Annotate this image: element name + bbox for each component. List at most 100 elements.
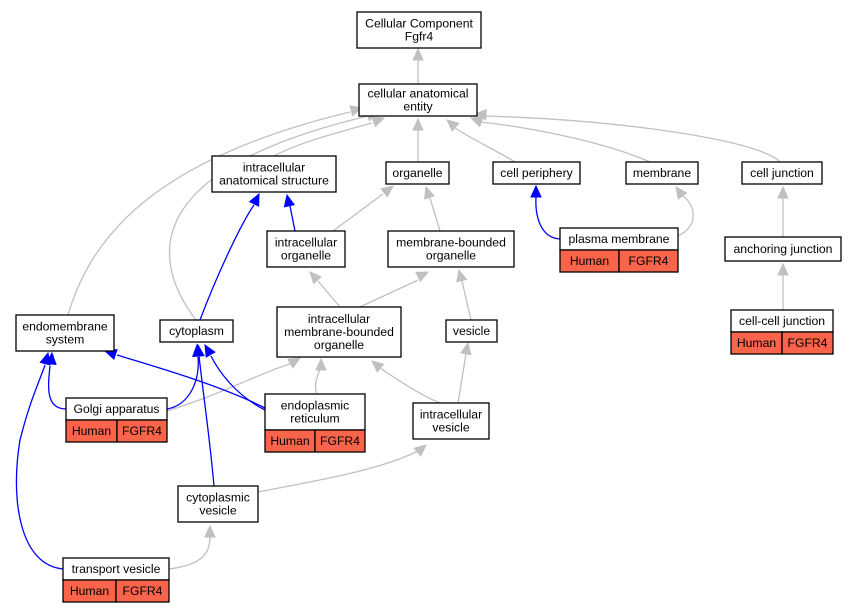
arrowhead <box>415 271 430 283</box>
edge-line <box>314 368 321 395</box>
edge-cell-periphery-to-cae <box>446 119 516 163</box>
node-box <box>385 161 450 185</box>
edge-line <box>484 115 781 163</box>
node-label-line: cell periphery <box>500 166 573 180</box>
node-box <box>159 319 234 343</box>
edge-cyto-vesicle-to-cytoplasm <box>193 343 215 487</box>
node-box <box>211 155 337 193</box>
node-label-line: endoplasmic <box>281 399 349 413</box>
node-label-line: anatomical structure <box>219 174 329 188</box>
arrowhead <box>248 192 260 207</box>
node-label-line: intracellular <box>308 312 370 326</box>
node-box <box>412 402 490 440</box>
edge-imbo-to-mbo <box>359 271 430 308</box>
edge-membrane-to-cae <box>469 116 651 163</box>
edge-intra-organelle-to-ias <box>283 193 296 232</box>
gene-cell <box>618 249 679 273</box>
node-label-line: Fgfr4 <box>405 30 434 44</box>
arrowhead <box>777 185 789 199</box>
edge-intra-vesicle-to-imbo <box>371 360 441 404</box>
edge-line <box>199 204 255 321</box>
annotation-row: Human FGFR4 <box>65 419 168 443</box>
edge-line <box>198 355 215 487</box>
species-label: Human <box>72 424 111 438</box>
gene-cell <box>115 579 170 603</box>
node-label-line: Cellular Component <box>365 17 473 31</box>
node-anchoring-junction[interactable]: anchoring junction <box>724 236 842 262</box>
edge-line <box>168 536 211 570</box>
node-cytoplasm[interactable]: cytoplasm <box>159 319 234 343</box>
edge-line <box>332 193 384 232</box>
arrowhead <box>412 47 424 61</box>
node-box <box>358 83 478 117</box>
node-label-line: intracellular <box>275 236 337 250</box>
edge-imbo-to-intra-organelle <box>309 271 341 308</box>
edge-er-to-imbo <box>314 357 327 395</box>
arrowhead <box>424 185 436 200</box>
node-label-line: cellular anatomical <box>368 87 469 101</box>
node-label-line: intracellular <box>420 408 482 422</box>
arrowhead <box>446 119 460 132</box>
node-box <box>445 319 498 343</box>
node-label-line: membrane-bounded <box>396 236 506 250</box>
edge-mbo-to-organelle <box>424 185 441 232</box>
edge-ias-to-cae <box>273 116 386 157</box>
node-label-line: intracellular <box>243 161 305 175</box>
node-label-line: cell junction <box>750 166 814 180</box>
edge-line <box>461 280 472 321</box>
gene-cell <box>314 429 366 453</box>
edge-line <box>535 196 561 240</box>
node-box <box>741 161 823 185</box>
edge-plasma-membrane-to-membrane <box>675 186 694 237</box>
edge-line <box>166 363 291 412</box>
arrowhead <box>204 524 216 538</box>
node-label-line: cytoplasmic <box>186 491 250 505</box>
arrowhead <box>675 186 688 200</box>
node-cell-junction[interactable]: cell junction <box>741 161 823 185</box>
arrowhead <box>473 109 487 121</box>
edge-cae-to-root <box>412 47 424 84</box>
edge-line <box>454 127 516 163</box>
edge-transport-vesicle-to-cyto-vesicle <box>168 524 216 570</box>
node-label-line: cytoplasm <box>169 324 224 338</box>
edge-line <box>289 205 296 232</box>
node-box <box>387 230 515 268</box>
node-cell-periphery[interactable]: cell periphery <box>492 161 581 185</box>
node-label-line: organelle <box>426 249 476 263</box>
arrowhead <box>315 357 327 371</box>
node-box <box>356 11 482 49</box>
node-vesicle[interactable]: vesicle <box>445 319 498 343</box>
node-membrane[interactable]: membrane <box>625 161 699 185</box>
edge-er-to-cytoplasm <box>204 343 266 411</box>
node-label-line: vesicle <box>453 324 490 338</box>
species-label: Human <box>570 254 609 268</box>
node-box <box>266 230 346 268</box>
gene-label: FGFR4 <box>122 424 162 438</box>
node-box <box>492 161 581 185</box>
edge-line <box>15 364 64 570</box>
node-organelle[interactable]: organelle <box>385 161 450 185</box>
arrowhead <box>371 360 385 373</box>
edge-line <box>47 365 67 410</box>
node-label-line: organelle <box>314 338 364 352</box>
